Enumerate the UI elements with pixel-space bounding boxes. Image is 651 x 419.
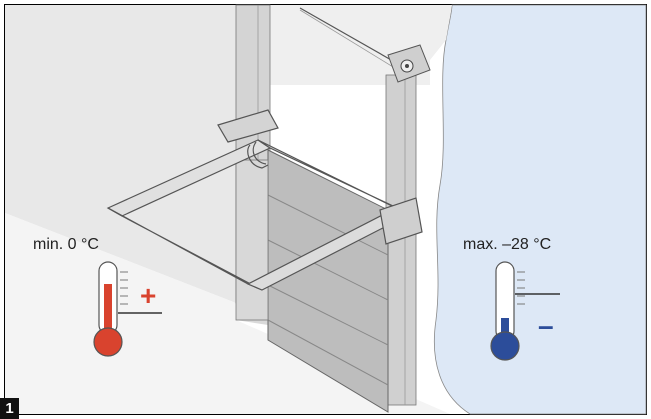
figure-number-badge: 1 bbox=[0, 398, 19, 419]
track-frame bbox=[106, 109, 423, 291]
inside-wall bbox=[5, 5, 236, 303]
cable-2 bbox=[299, 9, 399, 71]
outside-area bbox=[433, 4, 647, 415]
pulley-bracket bbox=[387, 44, 431, 83]
min-temperature-label: min. 0 °C bbox=[33, 236, 99, 253]
minus-sign: – bbox=[538, 310, 554, 341]
cable bbox=[299, 7, 401, 66]
warm-thermometer-icon bbox=[93, 261, 162, 357]
plus-sign: + bbox=[140, 280, 156, 311]
inside-floor bbox=[5, 213, 450, 414]
cold-thermometer-icon bbox=[490, 261, 560, 361]
max-temperature-label: max. –28 °C bbox=[463, 236, 552, 253]
inner-post bbox=[235, 159, 269, 321]
